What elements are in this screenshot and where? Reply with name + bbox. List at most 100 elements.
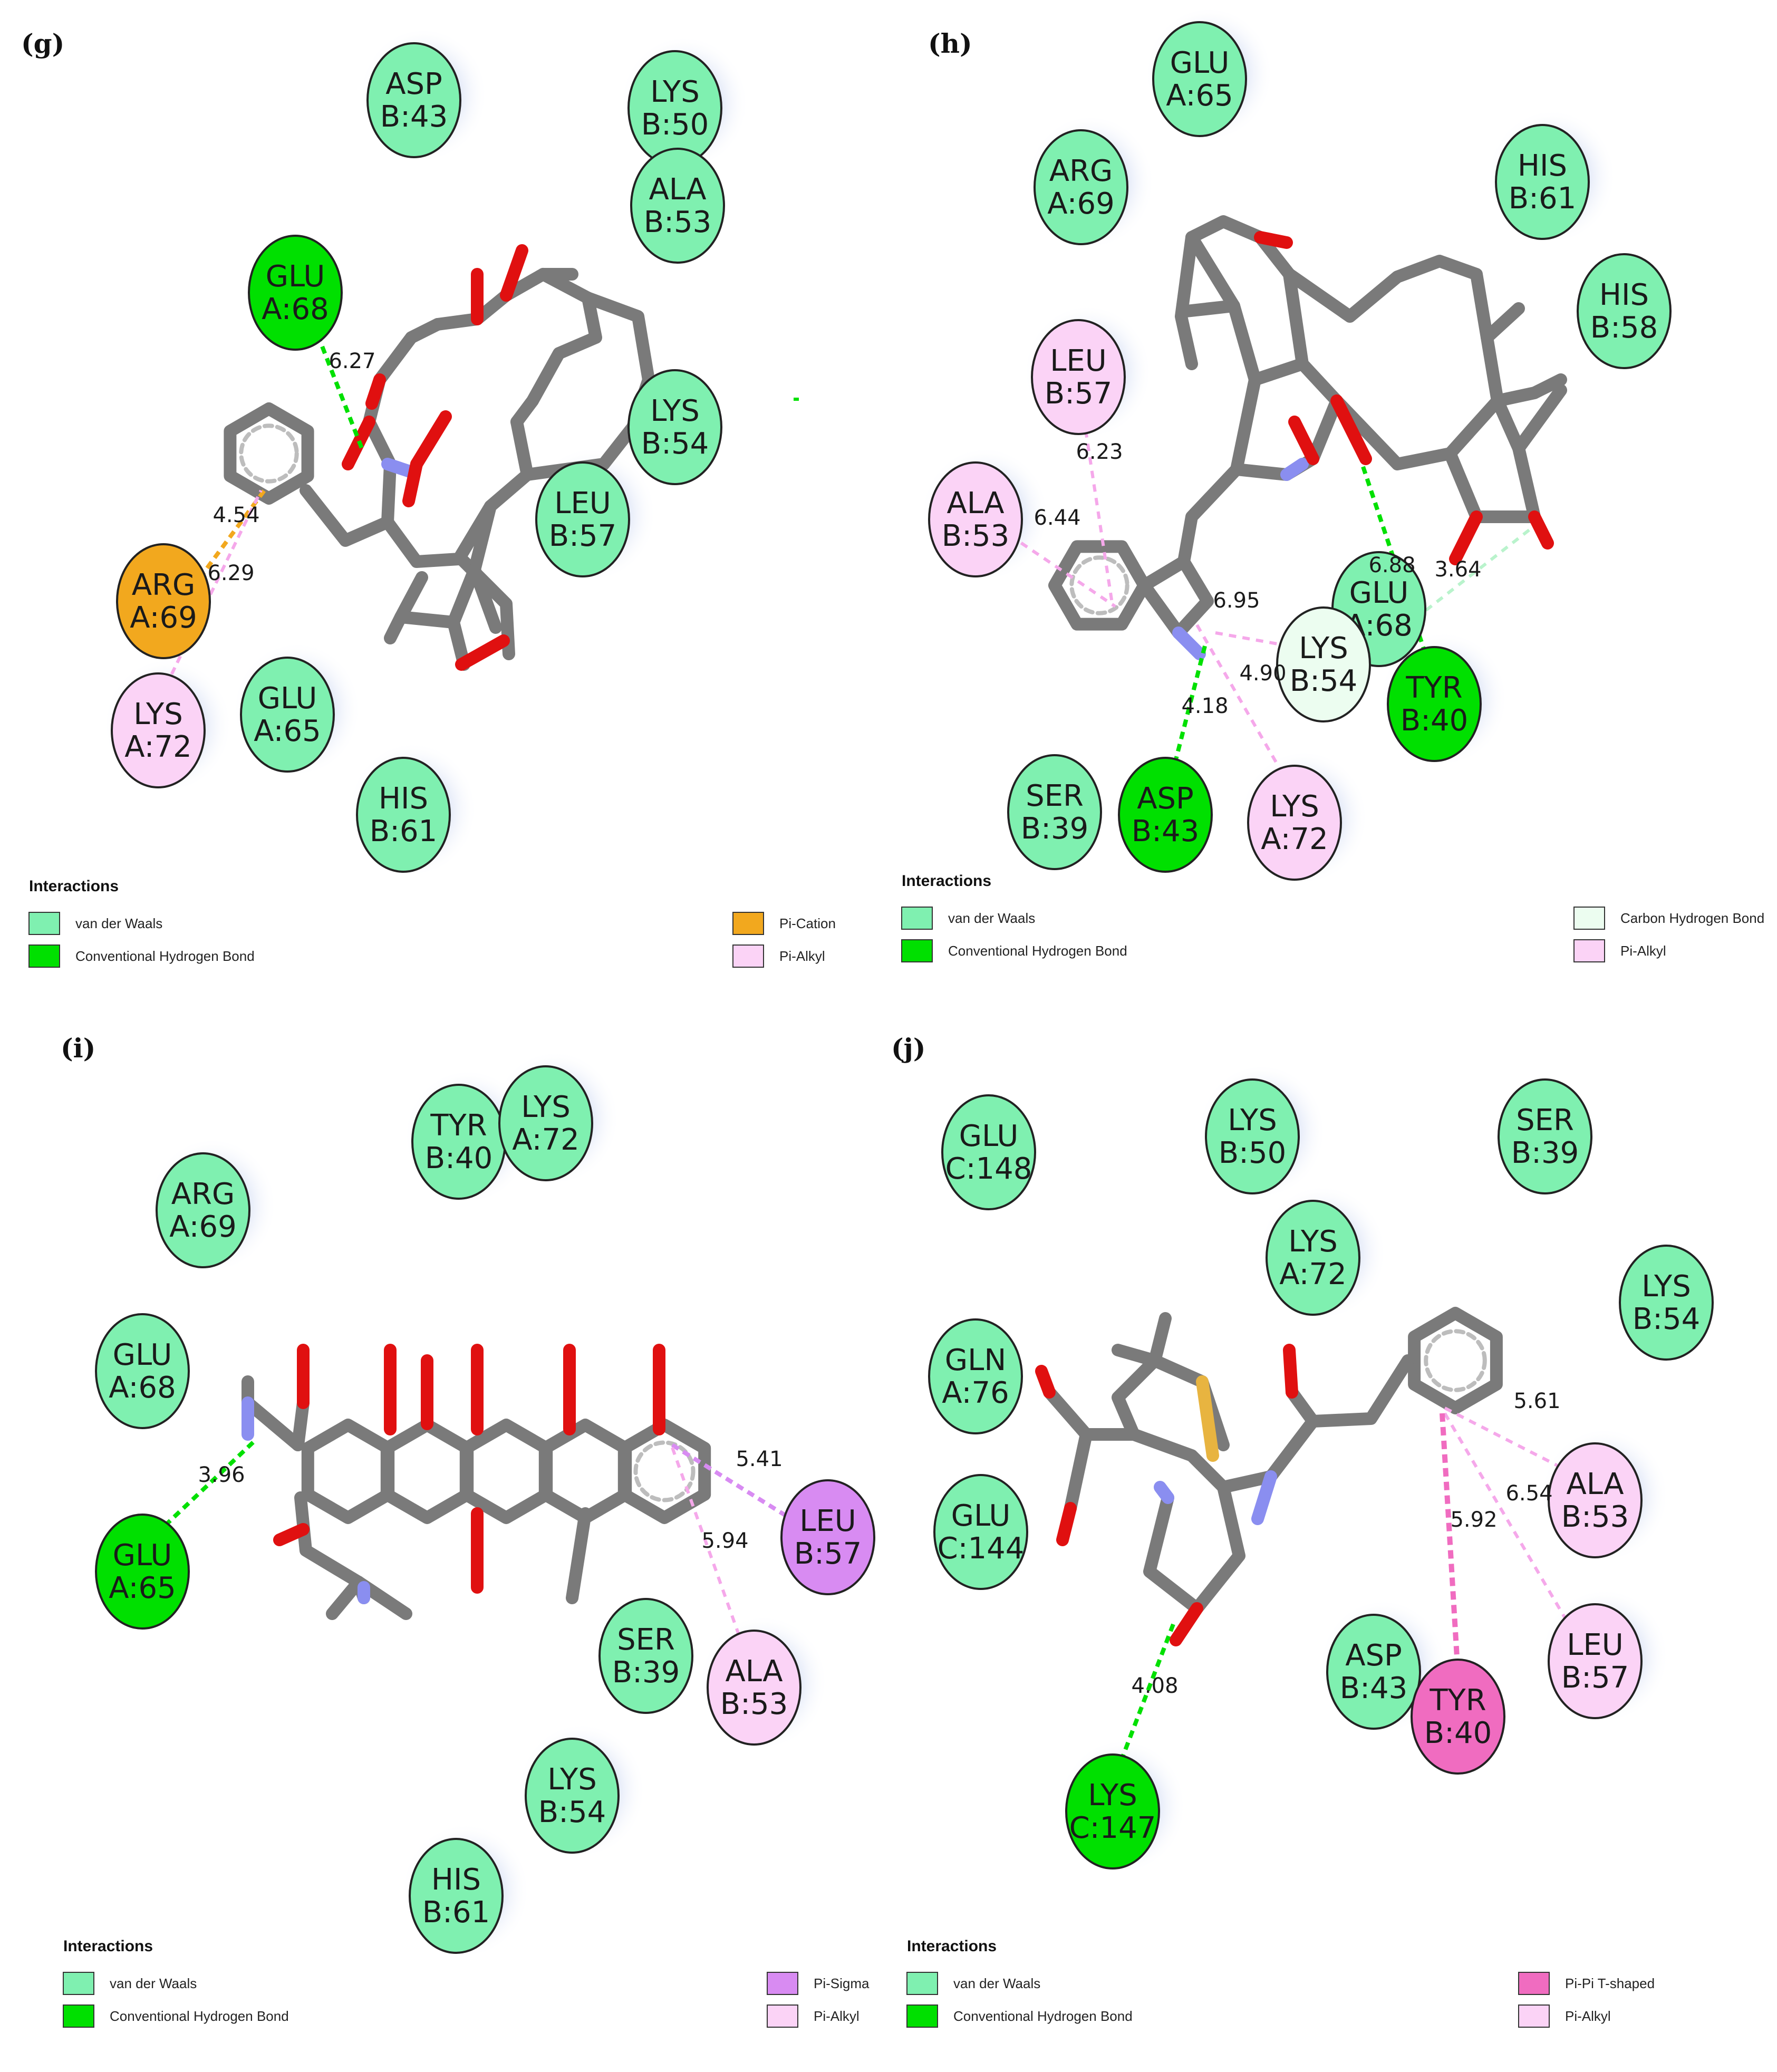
residue-circle bbox=[116, 543, 211, 659]
legend-item-label: van der Waals bbox=[75, 915, 162, 931]
residue-chain-id: B:43 bbox=[1340, 1671, 1408, 1705]
bond-stick bbox=[1043, 1386, 1093, 1441]
residue-circle bbox=[525, 1738, 620, 1854]
interaction-line-pi-alkyl bbox=[1082, 416, 1114, 607]
residue-chain-id: B:61 bbox=[422, 1895, 490, 1930]
residue-chain-id: B:54 bbox=[1290, 664, 1358, 698]
residue-chain-id: A:65 bbox=[1166, 79, 1233, 113]
residue-name: ARG bbox=[1049, 154, 1113, 188]
residue-circle bbox=[1247, 765, 1342, 881]
ring-bond bbox=[459, 1419, 553, 1524]
residue-name: LYS bbox=[1641, 1269, 1691, 1304]
bond-stick bbox=[326, 1576, 365, 1620]
ligand-molecule-j bbox=[1035, 1307, 1503, 1646]
residue-chain-id: B:54 bbox=[641, 427, 709, 461]
residue-chain-id: C:144 bbox=[938, 1531, 1025, 1566]
distance-label: 4.90 bbox=[1239, 661, 1286, 686]
bond-stick bbox=[1444, 394, 1541, 523]
legend-title: Interactions bbox=[902, 872, 991, 890]
aromatic-ring-marker bbox=[633, 1440, 696, 1502]
legend-swatch bbox=[1573, 939, 1605, 962]
residue-chain-id: B:39 bbox=[1511, 1136, 1579, 1170]
residue-circle bbox=[1152, 21, 1247, 137]
legend-item-label: Pi-Alkyl bbox=[814, 2008, 859, 2024]
residue-circle bbox=[1548, 1603, 1643, 1719]
residue-name: LEU bbox=[554, 486, 611, 521]
interaction-line-pi-alkyl bbox=[165, 489, 263, 687]
distance-label: 4.08 bbox=[1131, 1674, 1178, 1698]
heteroatom-bond bbox=[273, 1523, 310, 1546]
heteroatom-bond bbox=[1528, 510, 1554, 550]
distance-label: 5.61 bbox=[1513, 1389, 1560, 1413]
distance-label: 6.27 bbox=[329, 349, 375, 373]
residue-chain-id: B:61 bbox=[370, 814, 438, 849]
bond-stick bbox=[394, 571, 428, 623]
residue-chain-id: B:57 bbox=[794, 1537, 862, 1571]
ring-bond bbox=[380, 1419, 474, 1524]
legend-item-label: Pi-Pi T-shaped bbox=[1565, 1975, 1655, 1991]
legend-item-label: Pi-Alkyl bbox=[1565, 2008, 1611, 2024]
residue-name: ALA bbox=[1566, 1467, 1624, 1501]
residue-circle bbox=[95, 1313, 190, 1429]
aromatic-ring-marker bbox=[1069, 555, 1129, 615]
ring-bond bbox=[1408, 1307, 1503, 1414]
residue-circle bbox=[1276, 606, 1371, 722]
ring-bond bbox=[538, 1419, 632, 1524]
residue-circle bbox=[240, 657, 335, 773]
legend-swatch bbox=[28, 945, 60, 968]
residue-chain-id: A:72 bbox=[1261, 822, 1328, 856]
legend-item-label: Pi-Cation bbox=[779, 915, 836, 931]
bond-stick bbox=[242, 1375, 304, 1451]
residue-chain-id: A:72 bbox=[512, 1123, 579, 1157]
residue-chain-id: B:40 bbox=[425, 1141, 493, 1175]
bond-stick bbox=[447, 500, 497, 671]
residue-chain-id: B:39 bbox=[1021, 812, 1089, 846]
bond-stick bbox=[363, 318, 444, 528]
residue-name: ASP bbox=[1345, 1639, 1402, 1673]
heteroatom-bond bbox=[1035, 1365, 1056, 1399]
heteroatom-bond bbox=[410, 410, 452, 470]
legend-swatch bbox=[1518, 2004, 1550, 2028]
residue-name: LYS bbox=[133, 697, 183, 731]
residue-chain-id: A:69 bbox=[130, 601, 197, 635]
heteroatom-bond bbox=[1170, 1602, 1203, 1646]
residue-circle bbox=[1266, 1200, 1360, 1316]
legend-swatch bbox=[732, 945, 764, 968]
legend-swatch bbox=[767, 2004, 798, 2028]
interaction-line-pi-sigma bbox=[671, 1443, 793, 1521]
residue-circle bbox=[1007, 754, 1102, 870]
residue-circle bbox=[1619, 1245, 1714, 1361]
residue-circle bbox=[1118, 757, 1213, 873]
residue-chain-id: B:54 bbox=[1633, 1302, 1701, 1336]
residue-chain-id: B:40 bbox=[1401, 703, 1469, 738]
legend-item-label: Conventional Hydrogen Bond bbox=[75, 948, 255, 964]
panel-label: (i) bbox=[61, 1033, 95, 1064]
distance-label: 5.94 bbox=[701, 1529, 748, 1553]
residue-circle bbox=[928, 461, 1023, 577]
panel-label: (g) bbox=[21, 28, 64, 59]
residue-circle bbox=[1205, 1078, 1300, 1194]
residue-circle bbox=[598, 1598, 693, 1714]
residue-chain-id: B:54 bbox=[538, 1795, 606, 1829]
residue-name: GLU bbox=[113, 1538, 172, 1573]
aromatic-ring-marker bbox=[1424, 1329, 1487, 1392]
bond-stick bbox=[1064, 1428, 1140, 1515]
residue-name: HIS bbox=[431, 1863, 481, 1897]
residue-chain-id: B:61 bbox=[1509, 181, 1577, 216]
legend-swatch bbox=[906, 1972, 938, 1995]
